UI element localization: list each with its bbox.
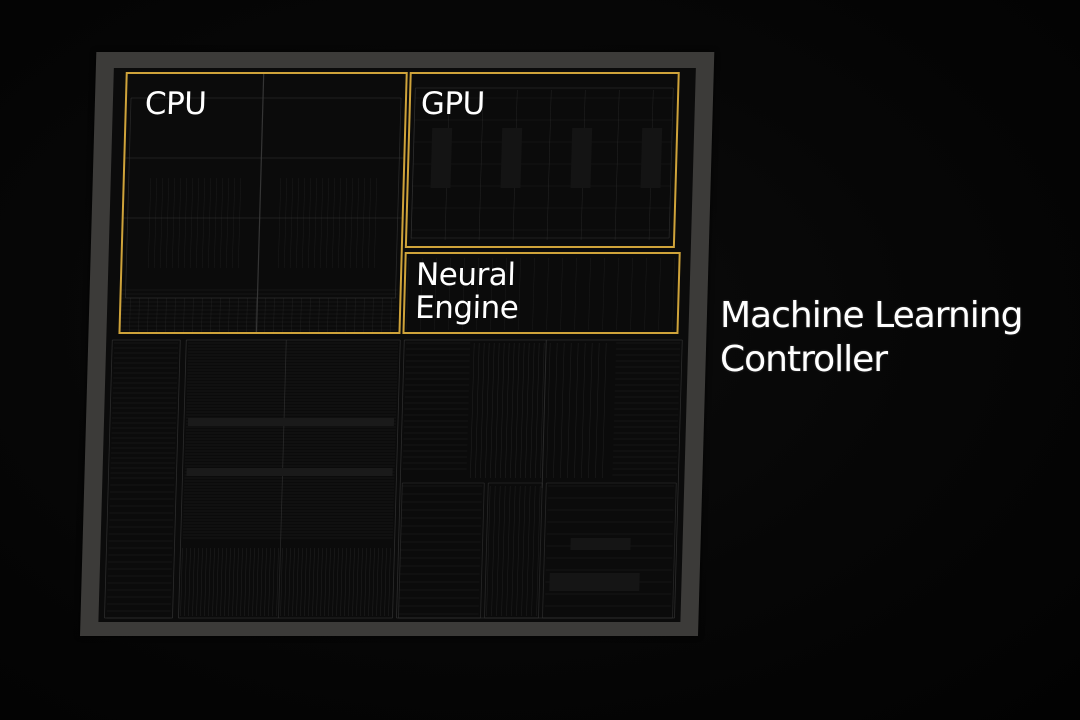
gpu-block: GPU bbox=[404, 72, 680, 248]
cpu-label: CPU bbox=[144, 86, 207, 122]
chip-die-shot: CPU GPU Neural Engine bbox=[80, 52, 715, 636]
machine-learning-controller-label: Machine Learning Controller bbox=[720, 295, 1023, 380]
die-surface: CPU GPU Neural Engine bbox=[98, 68, 696, 622]
neural-engine-label: Neural Engine bbox=[414, 257, 519, 326]
gpu-label: GPU bbox=[420, 86, 486, 122]
circuit-pattern bbox=[104, 74, 683, 619]
neural-engine-block: Neural Engine bbox=[402, 252, 681, 334]
cpu-block: CPU bbox=[118, 72, 408, 334]
